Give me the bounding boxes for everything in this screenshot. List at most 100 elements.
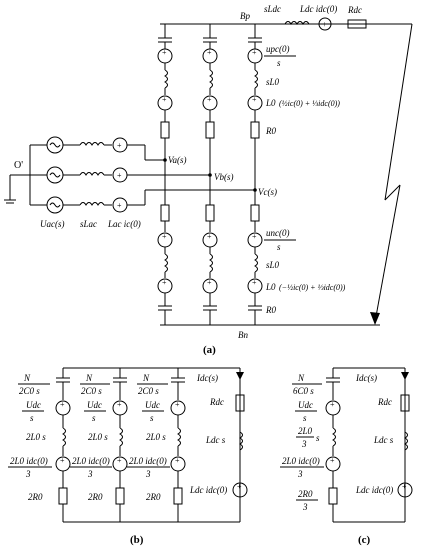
ac-inductor-label: sLac xyxy=(80,219,97,229)
panel-b: + + + + + + + N 2C0 s Udc s 2L0 s 2L0 idc(0)… xyxy=(8,367,248,546)
c-ldcidc-label: Ldc idc(0) xyxy=(355,485,393,495)
caption-c: (c) xyxy=(358,534,371,546)
c-ind-den: 3 xyxy=(301,439,307,449)
leg-c xyxy=(247,24,263,325)
bus-bottom-label: Bn xyxy=(238,330,248,340)
arm-current-bot-expr: (−½ic(0) + ⅓idc(0)) xyxy=(279,283,346,292)
svg-text:+: + xyxy=(117,171,122,180)
neutral-label: O' xyxy=(14,160,23,171)
node-vc-label: Vc(s) xyxy=(258,187,277,197)
svg-text:+: + xyxy=(330,456,335,465)
b-ldcidc-label: Ldc idc(0) xyxy=(189,485,227,495)
b3-cap-den: 2C0 s xyxy=(138,386,159,396)
svg-text:+: + xyxy=(162,95,167,104)
c-rdc-label: Rdc xyxy=(377,397,392,407)
b3-cap-num: N xyxy=(142,373,150,383)
b2-udc-den: s xyxy=(92,413,96,423)
sL0-bot-label: sL0 xyxy=(266,260,280,270)
b1-udc-num: Udc xyxy=(26,400,41,410)
panel-c-branch: + + + xyxy=(325,368,413,522)
dc-inductor-label: sLdc xyxy=(264,4,281,14)
svg-text:+: + xyxy=(207,232,212,241)
panel-b-branches: + xyxy=(55,368,248,522)
b3-src-num: 2L0 idc(0) xyxy=(129,456,167,466)
source-polarity-a: +++ +++ +++ +++ xyxy=(162,48,257,287)
b-ldcs-label: Ldc s xyxy=(205,435,226,445)
leg-a xyxy=(157,24,173,325)
svg-text:+: + xyxy=(252,48,257,57)
L0-top-label: L0 xyxy=(265,98,276,108)
dc-inductor-a xyxy=(284,21,310,25)
b3-udc-den: s xyxy=(150,413,154,423)
c-ldcs-label: Ldc s xyxy=(373,435,394,445)
c-udc-num: Udc xyxy=(298,400,313,410)
node-vb-label: Vb(s) xyxy=(214,172,234,182)
c-cap-num: N xyxy=(297,373,305,383)
svg-text:+: + xyxy=(117,201,122,210)
svg-text:+: + xyxy=(330,400,335,409)
b3-src-den: 3 xyxy=(145,469,151,479)
c-res-den: 3 xyxy=(302,502,308,512)
ac-initial-source-label: Lac ic(0) xyxy=(107,219,141,229)
b3-udc-num: Udc xyxy=(145,400,160,410)
b1-cap-den: 2C0 s xyxy=(19,386,40,396)
b1-udc-den: s xyxy=(30,413,34,423)
dc-source-a xyxy=(318,17,332,31)
b1-src-num: 2L0 idc(0) xyxy=(10,456,48,466)
svg-text:+: + xyxy=(252,278,257,287)
c-res-num: 2R0 xyxy=(298,489,313,499)
svg-text:+: + xyxy=(60,400,65,409)
ac-source-row-a: + xyxy=(30,136,165,161)
svg-text:+: + xyxy=(207,48,212,57)
b2-res: 2R0 xyxy=(88,492,103,502)
dc-resistor-a xyxy=(347,19,367,29)
dc-resistor-label: Rdc xyxy=(347,5,362,15)
caption-b: (b) xyxy=(130,534,144,546)
svg-text:+: + xyxy=(60,456,65,465)
svg-text:+: + xyxy=(117,141,122,150)
arm-current-top-expr: (½ic(0) + ⅓idc(0)) xyxy=(279,99,340,108)
svg-text:+: + xyxy=(207,278,212,287)
dc-source-label: Ldc idc(0) xyxy=(299,4,337,14)
svg-text:+: + xyxy=(117,456,122,465)
svg-text:+: + xyxy=(117,400,122,409)
unc-den: s xyxy=(277,242,281,252)
leg-b xyxy=(202,24,218,325)
c-ind-num: 2L0 xyxy=(298,426,313,436)
svg-text:+: + xyxy=(162,278,167,287)
caption-a: (a) xyxy=(203,344,216,356)
sL0-top-label: sL0 xyxy=(266,77,280,87)
svg-text:+: + xyxy=(237,482,242,491)
svg-text:+: + xyxy=(207,95,212,104)
svg-text:+: + xyxy=(322,20,327,29)
b1-src-den: 3 xyxy=(25,469,31,479)
svg-text:+: + xyxy=(175,456,180,465)
b2-ind: 2L0 s xyxy=(88,432,108,442)
b1-res: 2R0 xyxy=(28,492,43,502)
c-idc-label: Idc(s) xyxy=(355,373,377,383)
ac-source-row-b: + xyxy=(30,166,210,184)
b2-cap-den: 2C0 s xyxy=(81,386,102,396)
upc-label: upc(0) xyxy=(266,44,290,54)
svg-text:+: + xyxy=(175,400,180,409)
c-src-den: 3 xyxy=(297,469,303,479)
c-src-num: 2L0 idc(0) xyxy=(282,456,320,466)
b-idc-label: Idc(s) xyxy=(196,373,218,383)
b-rdc-label: Rdc xyxy=(209,397,224,407)
b3-res: 2R0 xyxy=(146,492,161,502)
svg-text:+: + xyxy=(162,48,167,57)
bus-top-label: Bp xyxy=(240,11,250,21)
node-va-label: Va(s) xyxy=(168,155,187,165)
R0-bot-label: R0 xyxy=(265,305,276,315)
b1-ind: 2L0 s xyxy=(26,432,46,442)
ac-source-row-c: + xyxy=(30,189,255,214)
b2-src-num: 2L0 idc(0) xyxy=(72,456,110,466)
b2-cap-num: N xyxy=(85,373,93,383)
panel-b-polarity: + + + + + + xyxy=(60,400,180,465)
b2-src-den: 3 xyxy=(87,469,93,479)
svg-text:+: + xyxy=(252,95,257,104)
svg-text:+: + xyxy=(402,482,407,491)
upc-den: s xyxy=(277,58,281,68)
svg-text:+: + xyxy=(252,232,257,241)
